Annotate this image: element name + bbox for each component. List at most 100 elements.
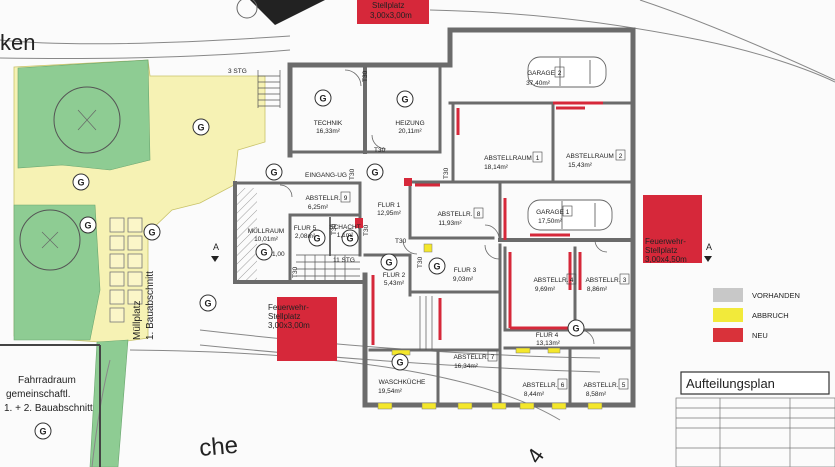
svg-text:T30: T30	[395, 238, 407, 245]
title-block	[675, 371, 835, 467]
stairs	[257, 70, 433, 350]
legend-label-neu: NEU	[752, 331, 768, 340]
room-flur2-area: 5,43m²	[384, 280, 405, 287]
svg-text:T30: T30	[362, 70, 369, 82]
room-abst5-name: ABSTELLR.	[583, 382, 618, 389]
room-abst9-name: ABSTELLR.	[305, 195, 340, 202]
room-abst2-num: 2	[619, 153, 623, 160]
room-labels: TECHNIK 16,33m² HEIZUNG 20,11m² GARAGE 2…	[248, 66, 630, 398]
svg-text:G: G	[572, 324, 579, 334]
g-marker-icon: G	[428, 257, 446, 275]
room-muellraum-area: 10,01m²	[254, 236, 279, 243]
room-abst5-num: 5	[622, 382, 626, 389]
svg-text:G: G	[433, 262, 440, 272]
section-letter-left: A	[213, 242, 219, 252]
window-markers	[377, 243, 603, 410]
room-flur4-area: 13,13m²	[536, 340, 561, 347]
room-garage2-num: 2	[558, 70, 562, 77]
section-letter-right: A	[706, 242, 712, 252]
room-abst7-name: ABSTELLR.	[453, 354, 488, 361]
muellplatz-grid	[109, 217, 143, 323]
g-marker-icon: G	[380, 253, 398, 271]
svg-text:G: G	[346, 234, 353, 244]
fahrradraum-line3: 1. + 2. Bauabschnitt	[4, 403, 93, 414]
tree-icon	[19, 209, 81, 271]
door-labels: T30 T30 T30 T30 T30 T30 T30 T30 T30	[292, 70, 450, 278]
street-name-fragment: ken	[0, 30, 35, 55]
g-marker-icon: G	[308, 229, 326, 247]
room-abst8-num: 8	[477, 211, 481, 218]
svg-text:Müllplatz: Müllplatz	[132, 301, 143, 340]
g-marker-icon: G	[72, 173, 90, 191]
legend-swatch-vorhanden	[713, 288, 743, 302]
muellraum-hatch	[237, 188, 257, 280]
room-abst4-name: ABSTELLR.	[533, 277, 568, 284]
room-muellraum-name: MÜLLRAUM	[248, 227, 284, 235]
parking-right-line3: 3,00x4,50m	[645, 255, 687, 264]
parking-right-line2: Stellplatz	[645, 246, 677, 255]
svg-text:T30: T30	[363, 224, 370, 236]
svg-text:G: G	[396, 358, 403, 368]
room-garage1-area: 17,50m²	[538, 218, 563, 225]
fahrradraum-line1: Fahrradraum	[18, 375, 76, 386]
room-abst5-area: 8,58m²	[586, 391, 607, 398]
stairs-label-top: 3 STG	[228, 68, 247, 75]
parking-top	[357, 0, 429, 24]
svg-text:G: G	[270, 168, 277, 178]
room-abst8-name: ABSTELLR.	[437, 211, 472, 218]
svg-text:1. Bauabschnitt: 1. Bauabschnitt	[145, 271, 156, 340]
svg-text:T30: T30	[349, 168, 356, 180]
legend-swatch-neu	[713, 328, 743, 342]
g-markers: G G G G G G G G G G G G G G G G G	[34, 89, 585, 440]
g-marker-icon: G	[79, 216, 97, 234]
svg-text:G: G	[371, 168, 378, 178]
g-marker-icon: G	[396, 90, 414, 108]
room-abst6-area: 8,44m²	[524, 391, 545, 398]
fahrradraum-line2: gemeinschaftl.	[6, 389, 70, 400]
stairs-label-bottom: 11 STG	[333, 257, 355, 264]
legend-label-vorhanden: VORHANDEN	[752, 291, 800, 300]
parking-right	[643, 195, 702, 263]
svg-text:G: G	[204, 299, 211, 309]
room-flur5-name: FLUR 5	[294, 225, 317, 232]
parking-top-line2: 3,00x3,00m	[370, 11, 412, 20]
room-garage2-area: 37,40m²	[526, 80, 551, 87]
room-abst3-area: 8,86m²	[587, 286, 608, 293]
area-text-fragment: che	[198, 432, 239, 462]
svg-text:T30: T30	[331, 223, 338, 235]
room-abst2-name: ABSTELLRAUM	[566, 153, 614, 160]
section-marker-left-icon	[211, 256, 219, 262]
level-label: 1,00	[272, 251, 285, 258]
room-heizung-name: HEIZUNG	[395, 120, 424, 127]
new-walls	[371, 101, 603, 345]
svg-text:T30: T30	[292, 266, 299, 278]
room-eingang-name: EINGANG-UG	[305, 172, 347, 179]
room-flur5-area: 2,08m²	[295, 233, 316, 240]
legend-label-abbruch: ABBRUCH	[752, 311, 789, 320]
room-schacht-area: 1,1m²	[337, 232, 354, 239]
room-flur3-area: 9,03m²	[453, 276, 474, 283]
room-technik-name: TECHNIK	[314, 120, 343, 127]
room-abst1-name: ABSTELLRAUM	[484, 155, 532, 162]
parking-left	[277, 297, 337, 361]
room-abst1-num: 1	[536, 155, 540, 162]
room-flur2-name: FLUR 2	[383, 272, 406, 279]
room-abst6-name: ABSTELLR.	[522, 382, 557, 389]
g-marker-icon: G	[314, 89, 332, 107]
green-area-left	[13, 204, 101, 341]
g-marker-icon: G	[255, 243, 273, 261]
g-marker-icon: G	[366, 163, 384, 181]
green-area-top	[17, 59, 151, 171]
section-marker-right-icon	[704, 256, 712, 262]
g-marker-icon: G	[341, 229, 359, 247]
room-technik-area: 16,33m²	[316, 128, 341, 135]
g-marker-icon: G	[199, 294, 217, 312]
legend-swatch-abbruch	[713, 308, 743, 322]
svg-text:G: G	[39, 427, 46, 437]
room-schacht-name: SCHACHT	[329, 224, 360, 231]
car-icon	[527, 56, 613, 231]
room-flur4-name: FLUR 4	[536, 332, 559, 339]
room-garage1-name: GARAGE	[536, 209, 564, 216]
room-abst6-num: 6	[561, 382, 565, 389]
